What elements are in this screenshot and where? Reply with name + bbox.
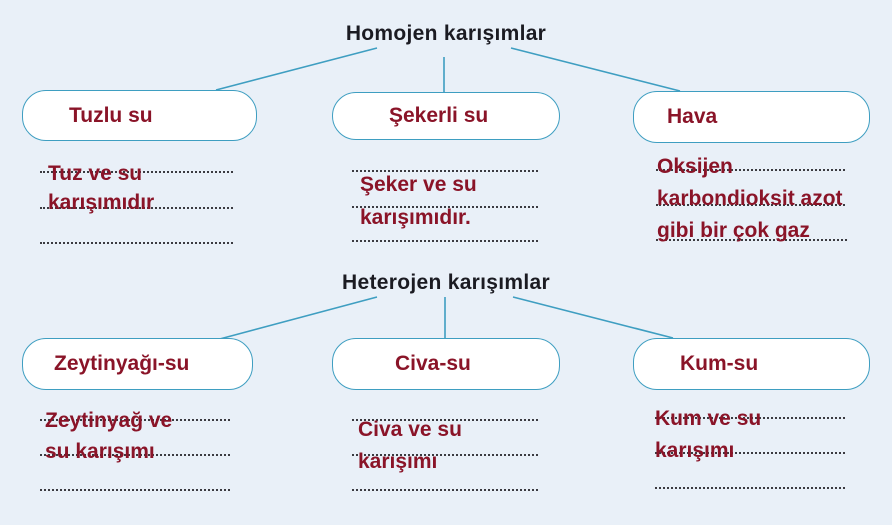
answer-blank-line — [352, 206, 538, 208]
node-hava: Hava — [633, 91, 870, 143]
answer-line: karışımıdır — [48, 191, 155, 214]
answer-blank-line — [352, 419, 538, 421]
answer-line: gibi bir çok gaz — [657, 219, 810, 242]
answer-civa-su: Civa ve su karışımı — [358, 414, 462, 478]
node-label: Zeytinyağı-su — [54, 352, 190, 375]
node-label: Tuzlu su — [69, 103, 153, 127]
node-kum-su: Kum-su — [633, 338, 870, 390]
answer-zeytinyagi-su: Zeytinyağ ve su karışımı — [45, 405, 172, 467]
node-civa-su: Civa-su — [332, 338, 560, 390]
answer-line: su karışımı — [45, 440, 155, 463]
node-zeytinyagi-su: Zeytinyağı-su — [22, 338, 253, 390]
answer-blank-line — [40, 419, 230, 421]
section-title-homojen: Homojen karışımlar — [345, 22, 547, 45]
node-label: Hava — [667, 105, 718, 128]
answer-blank-line — [655, 452, 845, 454]
node-label: Civa-su — [395, 352, 471, 375]
node-tuzlu-su: Tuzlu su — [22, 90, 257, 141]
answer-blank-line — [352, 489, 538, 491]
heterojen-connector-left — [215, 296, 378, 341]
answer-blank-line — [656, 239, 847, 241]
node-sekerli-su: Şekerli su — [332, 92, 560, 140]
answer-tuzlu-su: Tuz ve su karışımıdır — [48, 159, 154, 217]
homojen-connector-left — [215, 47, 378, 91]
answer-blank-line — [40, 171, 233, 173]
answer-line: Kum ve su — [655, 407, 762, 430]
answer-blank-line — [656, 204, 845, 206]
answer-blank-line — [655, 417, 845, 419]
answer-blank-line — [40, 207, 233, 209]
answer-line: karbondioksit azot — [657, 187, 843, 210]
answer-blank-line — [352, 170, 538, 172]
answer-line: karışımı — [655, 439, 735, 462]
answer-blank-line — [655, 487, 845, 489]
node-label: Kum-su — [680, 352, 759, 375]
answer-blank-line — [656, 169, 845, 171]
heterojen-connector-right — [512, 296, 674, 339]
answer-blank-line — [352, 454, 538, 456]
answer-kum-su: Kum ve su karışımı — [655, 403, 761, 467]
answer-blank-line — [40, 489, 230, 491]
answer-line: Oksijen — [657, 155, 733, 178]
answer-blank-line — [40, 454, 230, 456]
answer-sekerli-su: Şeker ve su karışımıdır. — [360, 168, 477, 234]
answer-line: karışımı — [358, 450, 438, 473]
answer-line: Zeytinyağ ve — [45, 409, 173, 432]
answer-line: Tuz ve su — [48, 162, 143, 185]
answer-line: karışımıdır. — [360, 206, 471, 229]
answer-line: Civa ve su — [358, 418, 462, 441]
node-label: Şekerli su — [389, 104, 489, 127]
section-title-heterojen: Heterojen karışımlar — [342, 271, 550, 294]
answer-blank-line — [352, 240, 538, 242]
answer-blank-line — [40, 242, 233, 244]
answer-hava: Oksijen karbondioksit azot gibi bir çok … — [657, 151, 843, 247]
answer-line: Şeker ve su — [360, 173, 477, 196]
homojen-connector-right — [510, 47, 681, 92]
